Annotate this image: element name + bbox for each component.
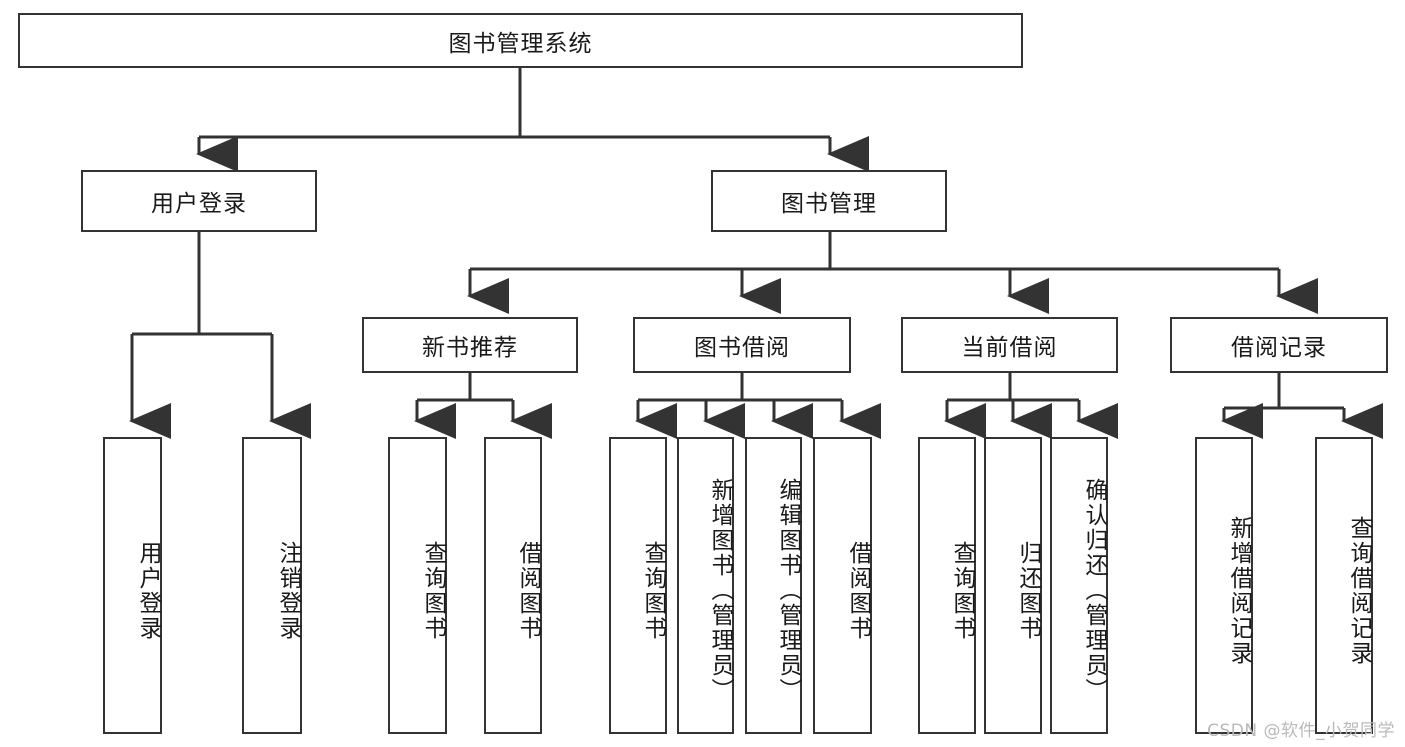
node-leaf-edit-book[interactable]: 编辑图书（管理员） — [745, 437, 802, 734]
node-new-book-recommend-label: 新书推荐 — [422, 335, 518, 361]
node-leaf-add-record[interactable]: 新增借阅记录 — [1195, 437, 1253, 734]
node-book-manage[interactable]: 图书管理 — [711, 170, 947, 232]
node-leaf-query-book-1[interactable]: 查询图书 — [388, 437, 447, 734]
node-new-book-recommend[interactable]: 新书推荐 — [362, 317, 578, 373]
node-leaf-add-book-label: 新增图书（管理员） — [707, 478, 733, 703]
node-user-login[interactable]: 用户登录 — [81, 170, 317, 232]
node-user-login-label: 用户登录 — [151, 191, 247, 217]
node-book-borrow[interactable]: 图书借阅 — [633, 317, 851, 373]
node-leaf-user-logout-label: 注销登录 — [275, 540, 301, 641]
node-leaf-confirm-return[interactable]: 确认归还（管理员） — [1050, 437, 1108, 734]
node-leaf-borrow-book-1-label: 借阅图书 — [515, 540, 541, 641]
node-leaf-query-book-3[interactable]: 查询图书 — [918, 437, 976, 734]
node-leaf-query-book-2-label: 查询图书 — [640, 540, 666, 641]
node-leaf-query-record-label: 查询借阅记录 — [1346, 515, 1372, 666]
node-leaf-borrow-book-1[interactable]: 借阅图书 — [484, 437, 542, 734]
node-leaf-query-book-3-label: 查询图书 — [949, 540, 975, 641]
node-borrow-record-label: 借阅记录 — [1231, 335, 1327, 361]
node-leaf-edit-book-label: 编辑图书（管理员） — [775, 478, 801, 703]
node-leaf-user-login[interactable]: 用户登录 — [103, 437, 162, 734]
node-leaf-return-book[interactable]: 归还图书 — [984, 437, 1042, 734]
node-leaf-add-record-label: 新增借阅记录 — [1226, 515, 1252, 666]
node-leaf-user-login-label: 用户登录 — [135, 540, 161, 641]
node-leaf-borrow-book-2-label: 借阅图书 — [845, 540, 871, 641]
node-leaf-return-book-label: 归还图书 — [1015, 540, 1041, 641]
node-book-borrow-label: 图书借阅 — [694, 335, 790, 361]
node-current-borrow-label: 当前借阅 — [961, 335, 1058, 361]
node-leaf-confirm-return-label: 确认归还（管理员） — [1081, 478, 1107, 703]
node-leaf-query-record[interactable]: 查询借阅记录 — [1315, 437, 1373, 734]
node-current-borrow[interactable]: 当前借阅 — [901, 317, 1118, 373]
node-borrow-record[interactable]: 借阅记录 — [1170, 317, 1388, 373]
node-leaf-user-logout[interactable]: 注销登录 — [242, 437, 302, 734]
node-book-manage-label: 图书管理 — [781, 191, 877, 217]
node-root[interactable]: 图书管理系统 — [18, 13, 1023, 68]
node-leaf-query-book-2[interactable]: 查询图书 — [609, 437, 667, 734]
node-leaf-query-book-1-label: 查询图书 — [420, 540, 446, 641]
node-root-label: 图书管理系统 — [448, 30, 593, 57]
node-leaf-add-book[interactable]: 新增图书（管理员） — [677, 437, 734, 734]
csdn-watermark: CSDN @软件_小贺同学 — [1207, 721, 1395, 741]
node-leaf-borrow-book-2[interactable]: 借阅图书 — [813, 437, 872, 734]
